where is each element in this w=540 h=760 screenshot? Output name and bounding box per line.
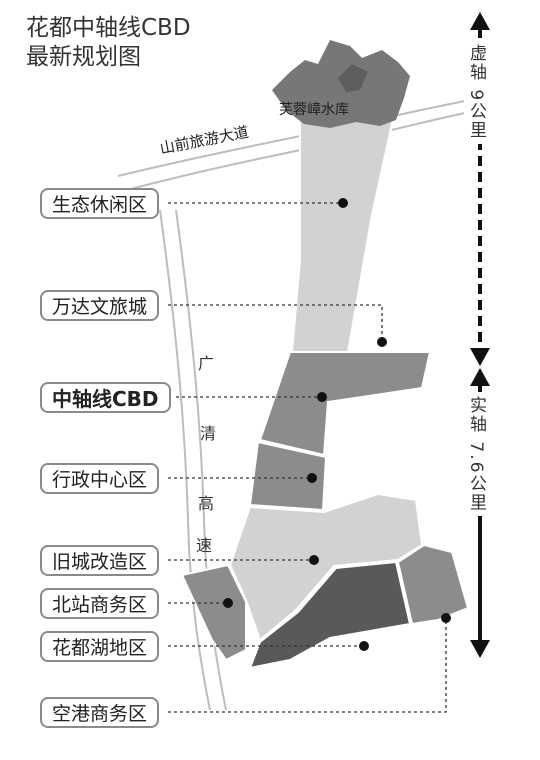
- virtual-axis-arrow-top: [470, 12, 490, 30]
- real-axis-arrow-bottom: [470, 640, 490, 658]
- dot-eco: [338, 198, 348, 208]
- zone-label-wanda: 万达文旅城: [40, 290, 160, 321]
- zone-label-cbd: 中轴线CBD: [40, 382, 171, 413]
- zone-label-northstation: 北站商务区: [40, 588, 160, 619]
- highway-char-3: 高: [198, 494, 215, 513]
- zone-oldtown: [228, 492, 424, 642]
- dot-airport: [441, 613, 451, 623]
- dot-oldtown: [309, 555, 319, 565]
- zone-admin: [248, 440, 328, 512]
- highway-char-1: 广: [198, 354, 215, 373]
- zone-lake: [248, 560, 412, 670]
- dot-wanda: [377, 337, 387, 347]
- zone-cbd: [258, 351, 432, 457]
- virtual-axis-label: 虚轴 9公里: [464, 40, 489, 145]
- reservoir-water: [338, 64, 368, 92]
- real-axis-arrow-top: [470, 368, 490, 386]
- leader-airport: [168, 618, 447, 713]
- dot-lake: [359, 641, 369, 651]
- zone-label-lake: 花都湖地区: [40, 631, 160, 662]
- zone-airport: [396, 543, 470, 626]
- dot-cbd: [317, 392, 327, 402]
- map-title: 花都中轴线CBD 最新规划图: [26, 14, 191, 72]
- title-line2: 最新规划图: [26, 44, 141, 70]
- dot-northstation: [223, 598, 233, 608]
- zone-northstation: [180, 563, 247, 662]
- highway-guangqing: [159, 209, 211, 711]
- title-line1: 花都中轴线CBD: [26, 15, 191, 41]
- zone-eco-strip: [290, 108, 397, 353]
- zone-label-admin: 行政中心区: [40, 463, 160, 494]
- highway-char-2: 清: [200, 424, 217, 443]
- dot-admin: [307, 473, 317, 483]
- highway-guangqing-edge: [175, 209, 227, 711]
- virtual-axis-arrow-bottom: [470, 348, 490, 366]
- highway-char-4: 速: [196, 536, 213, 555]
- zone-label-airport: 空港商务区: [40, 697, 160, 728]
- zone-label-oldtown: 旧城改造区: [40, 545, 160, 576]
- reservoir-shape: [272, 40, 410, 128]
- reservoir-label: 芙蓉嶂水库: [279, 102, 349, 118]
- real-axis-label: 实轴 7.6公里: [464, 392, 489, 517]
- zone-label-eco: 生态休闲区: [40, 188, 160, 219]
